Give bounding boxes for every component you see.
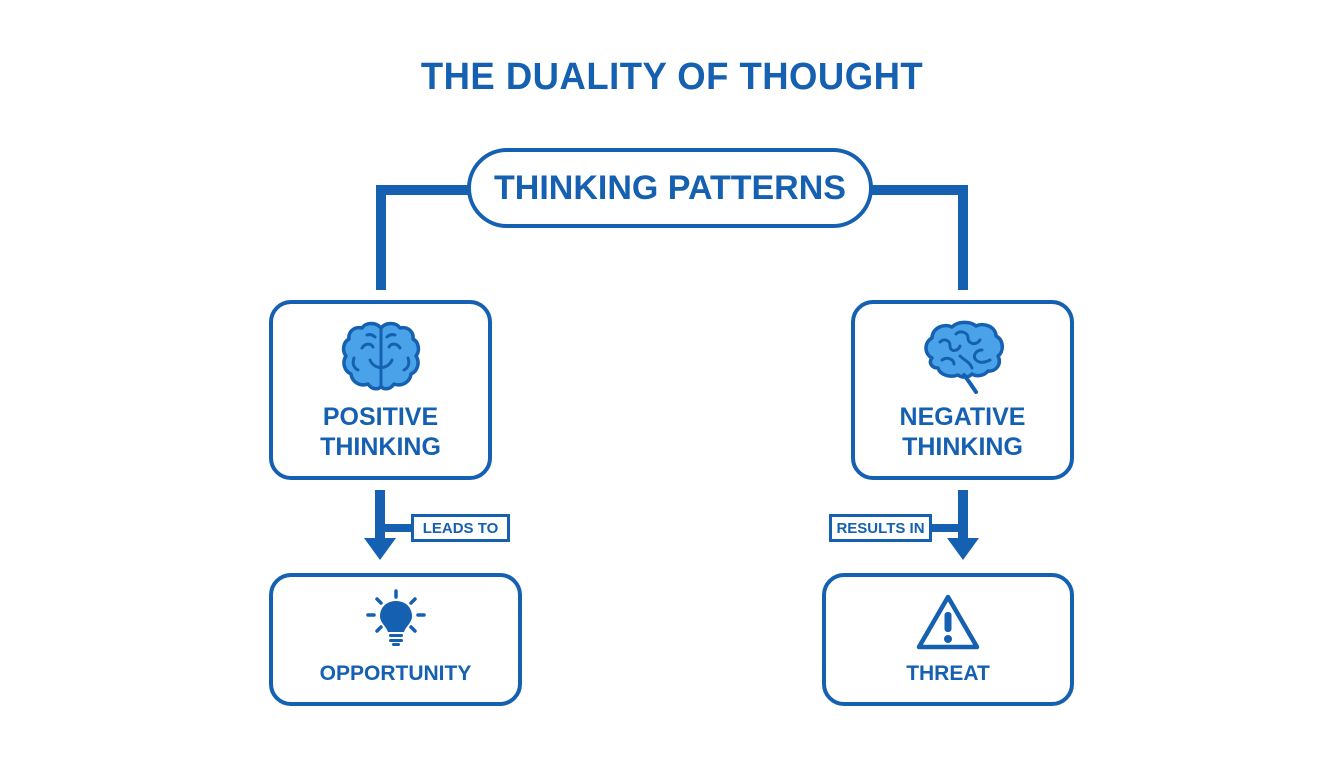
root-node-thinking-patterns: THINKING PATTERNS: [467, 148, 873, 228]
lightbulb-icon: [365, 589, 426, 646]
connector-root-horizontal-left: [376, 185, 476, 195]
node-positive-thinking: POSITIVE THINKING: [269, 300, 492, 480]
arrow-positive-shaft: [375, 490, 385, 542]
node-threat: THREAT: [822, 573, 1074, 706]
leads-to-text: LEADS TO: [422, 519, 499, 537]
node-positive-label-line1: POSITIVE: [322, 403, 439, 431]
brain-smile-icon: [341, 321, 420, 391]
connector-results-in-stub: [930, 524, 960, 532]
brain-icon: [923, 320, 1004, 394]
arrow-negative-shaft: [958, 490, 968, 542]
warning-triangle-icon: [916, 594, 980, 650]
results-in-text: RESULTS IN: [836, 519, 925, 537]
node-negative-label-line1: NEGATIVE: [899, 403, 1026, 431]
connector-label-results-in: RESULTS IN: [829, 514, 932, 542]
node-opportunity-label: OPPORTUNITY: [319, 662, 472, 685]
node-negative-label-line2: THINKING: [902, 433, 1023, 461]
root-node-label: THINKING PATTERNS: [494, 168, 846, 207]
connector-root-horizontal-right: [866, 185, 968, 195]
connector-label-leads-to: LEADS TO: [411, 514, 510, 542]
diagram-title: THE DUALITY OF THOUGHT: [420, 56, 924, 98]
node-positive-label-line2: THINKING: [320, 433, 441, 461]
arrow-negative-head-icon: [947, 538, 979, 560]
connector-root-vertical-right: [958, 185, 968, 290]
node-threat-label: THREAT: [906, 662, 990, 685]
connector-root-vertical-left: [376, 185, 386, 290]
arrow-positive-head-icon: [364, 538, 396, 560]
node-negative-thinking: NEGATIVE THINKING: [851, 300, 1074, 480]
connector-leads-to-stub: [385, 524, 413, 532]
node-opportunity: OPPORTUNITY: [269, 573, 522, 706]
